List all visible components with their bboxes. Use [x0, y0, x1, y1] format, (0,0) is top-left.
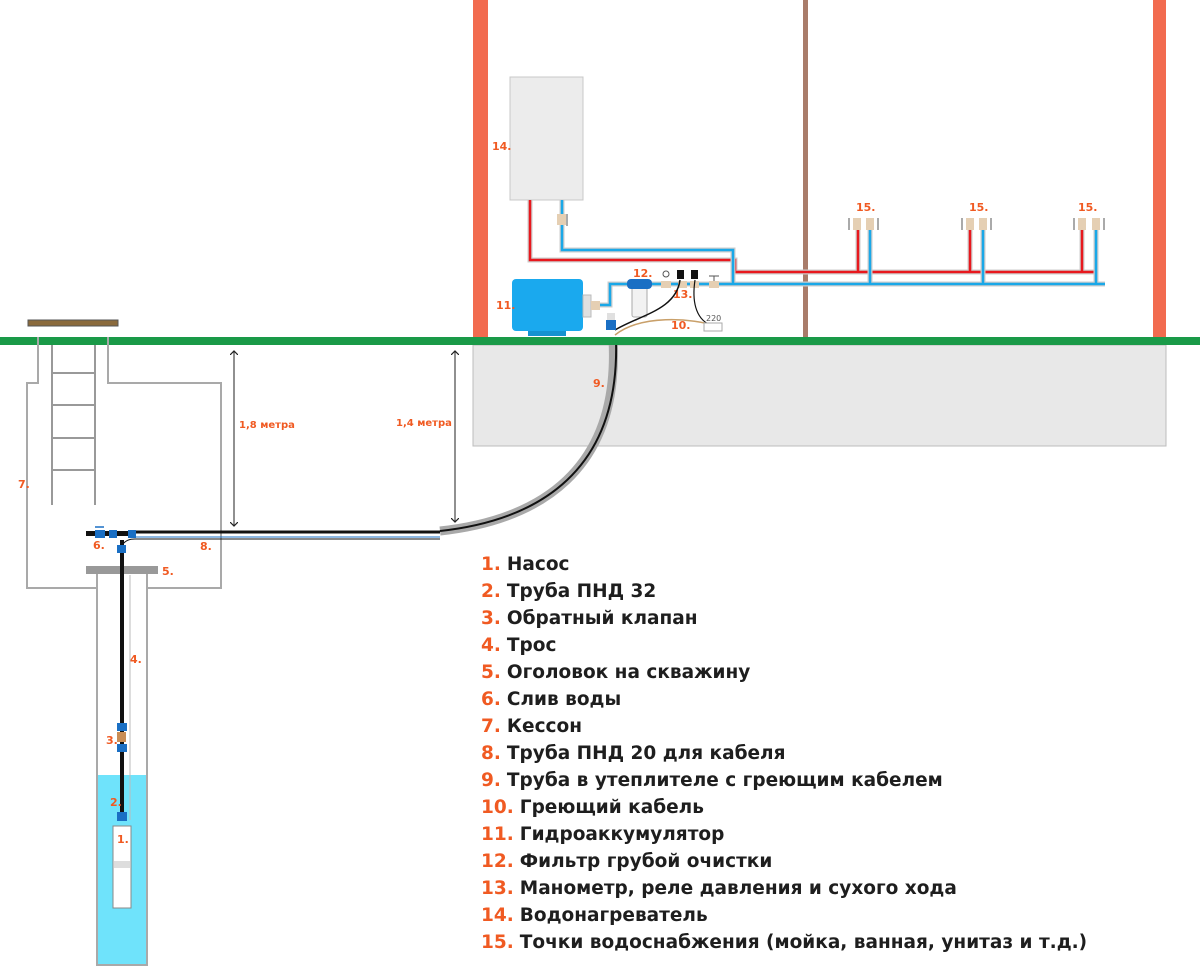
ground-line — [0, 337, 1200, 345]
supply-points: 15. 15. 15. — [848, 201, 1105, 230]
pressure-gauge-icon — [661, 270, 671, 288]
label-9: 9. — [593, 377, 605, 390]
legend-item: 14.Водонагреватель — [481, 905, 708, 926]
ladder — [51, 345, 96, 505]
tap-pair-icon — [848, 218, 879, 230]
tap-pair-icon — [961, 218, 992, 230]
label-15: 15. — [969, 201, 989, 214]
caisson — [26, 337, 222, 589]
legend-item: 15.Точки водоснабжения (мойка, ванная, у… — [481, 932, 1088, 953]
hydro-accumulator — [512, 279, 583, 331]
label-7: 7. — [18, 478, 30, 491]
legend-item: 12.Фильтр грубой очистки — [481, 851, 773, 872]
hot-water-line — [527, 200, 1095, 275]
label-12: 12. — [633, 267, 653, 280]
relay-cable — [614, 279, 681, 331]
power-label: 220 — [706, 314, 721, 323]
label-1: 1. — [117, 833, 129, 846]
label-13: 13. — [673, 288, 693, 301]
label-5: 5. — [162, 565, 174, 578]
label-3: 3. — [106, 734, 118, 747]
legend-item: 5.Оголовок на скважину — [481, 662, 751, 683]
power-socket-icon — [703, 322, 723, 332]
caisson-hatch — [27, 319, 119, 327]
label-11: 11. — [496, 299, 516, 312]
check-valve-icon — [117, 732, 126, 742]
legend-item: 3.Обратный клапан — [481, 608, 698, 629]
foundation — [472, 344, 1167, 447]
depth-label-caisson: 1,8 метра — [239, 420, 295, 431]
depth-label-house: 1,4 метра — [396, 418, 452, 429]
label-15: 15. — [856, 201, 876, 214]
label-10: 10. — [671, 319, 691, 332]
legend-item: 2.Труба ПНД 32 — [481, 581, 657, 602]
legend-item: 6.Слив воды — [481, 689, 622, 710]
legend-item: 4.Трос — [481, 635, 557, 656]
partition-wall — [803, 0, 808, 338]
tap-pair-icon — [1073, 218, 1105, 230]
legend-item: 1.Насос — [481, 554, 570, 575]
label-2: 2. — [110, 796, 122, 809]
label-8: 8. — [200, 540, 212, 553]
coarse-filter-icon — [627, 279, 652, 318]
legend-item: 13.Манометр, реле давления и сухого хода — [481, 878, 957, 899]
label-4: 4. — [130, 653, 142, 666]
legend-item: 7.Кессон — [481, 716, 582, 737]
legend-item: 8.Труба ПНД 20 для кабеля — [481, 743, 786, 764]
shutoff-valve-icon — [709, 275, 719, 288]
water-heater — [509, 76, 584, 201]
drain-valve-icon — [95, 530, 105, 538]
legend: 1.Насос 2.Труба ПНД 32 3.Обратный клапан… — [481, 551, 1087, 956]
heater-valve-icon — [557, 214, 566, 225]
label-14: 14. — [492, 140, 512, 153]
label-15: 15. — [1078, 201, 1098, 214]
legend-item: 9.Труба в утеплителе с греющим кабелем — [481, 770, 943, 791]
legend-item: 10.Греющий кабель — [481, 797, 704, 818]
cold-water-line — [559, 200, 1105, 308]
legend-item: 11.Гидроаккумулятор — [481, 824, 725, 845]
house-wall-right — [1153, 0, 1166, 338]
label-6: 6. — [93, 539, 105, 552]
house-wall-left — [473, 0, 488, 338]
